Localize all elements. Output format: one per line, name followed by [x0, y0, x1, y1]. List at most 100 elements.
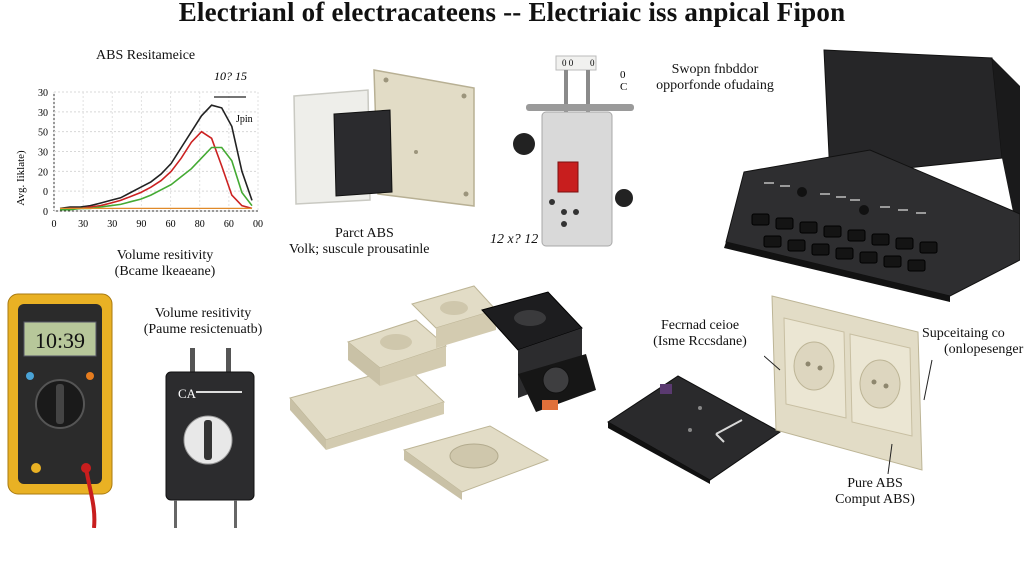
fixture-dims-label: 12 x? 12 [490, 232, 539, 247]
fixture-jack-icon [561, 209, 567, 215]
beige-socket-block-3-side [404, 450, 462, 500]
module-screw-icon [698, 406, 702, 410]
chart-xlabel: Volume resitivity [116, 248, 214, 263]
black-module-illustration [607, 375, 781, 484]
chart-xlabel-sub: (Bcame lkeaeane) [114, 264, 216, 279]
black-module-top [607, 375, 781, 481]
instrument-key-button[interactable] [859, 251, 878, 264]
instrument-marking [780, 185, 790, 187]
fixture-top-label-2: 0 [590, 58, 595, 68]
socket-pin-hole-icon [871, 379, 877, 385]
socket-outlet-icon [440, 301, 468, 315]
y-tick-label: 0 [43, 187, 48, 198]
instrument-marking [880, 206, 890, 208]
y-tick-label: 0 [43, 207, 48, 218]
x-tick-label: 60 [166, 219, 176, 230]
socket-outlet-icon [793, 341, 835, 391]
fixture-knob-right-icon [615, 189, 633, 207]
fixture-top-label: 0 0 [562, 58, 574, 68]
beige-block-flat-front [326, 402, 444, 450]
socket-outlet-icon [514, 310, 546, 326]
instrument-key-button[interactable] [919, 241, 938, 254]
socket-pin-hole-icon [883, 383, 889, 389]
test-fixture-illustration: 0 0 0 0 C [513, 55, 634, 247]
socket-outlet-icon [859, 359, 901, 409]
probe-jack-icon [31, 463, 41, 473]
x-tick-label: 30 [107, 219, 117, 230]
fixture-jack-icon [573, 209, 579, 215]
instrument-buttons [751, 182, 938, 272]
series-line-1 [59, 130, 253, 211]
instrument-marking [820, 193, 830, 195]
y-tick-label: 30 [38, 88, 48, 99]
y-tick-label: 20 [38, 167, 48, 178]
x-tick-label: 60 [224, 219, 234, 230]
instrument-key-button[interactable] [775, 217, 794, 230]
fixture-rod [586, 70, 590, 112]
meter-title: Volume resitivity [154, 306, 252, 321]
multimeter-illustration: 10:39 [7, 293, 113, 528]
instrument-key-button[interactable] [751, 213, 770, 226]
screw-hole-icon [383, 77, 389, 83]
instrument-side [992, 58, 1020, 246]
beige-socket-block-2-front [436, 310, 496, 348]
screw-hole-icon [414, 150, 418, 154]
callout-line [887, 443, 893, 474]
instrument-key-button[interactable] [799, 221, 818, 234]
top-right-label-2: opporfonde ofudaing [656, 78, 774, 93]
instrument-key-button[interactable] [871, 233, 890, 246]
instrument-key-button[interactable] [835, 247, 854, 260]
instrument-key-button[interactable] [883, 255, 902, 268]
socket-contact [542, 400, 558, 410]
page-title: Electrianl of electracateens -- Electria… [178, 0, 846, 27]
module-screw-icon [688, 428, 692, 432]
instrument-key-button[interactable] [823, 225, 842, 238]
red-probe-lead [84, 467, 97, 528]
annotation-side: Jpin [236, 114, 253, 125]
x-tick-label: 80 [195, 219, 205, 230]
module-clip [715, 419, 743, 443]
fixture-side-label: 0 [620, 69, 626, 81]
instrument-key-button[interactable] [787, 239, 806, 252]
series-group [59, 96, 253, 211]
socket-blocks-illustration [289, 285, 596, 500]
multimeter-button-icon[interactable] [86, 372, 94, 380]
x-tick-label: 00 [253, 219, 263, 230]
y-tick-label: 30 [38, 148, 48, 159]
beige-socket-block-1-side [348, 342, 380, 386]
chart-grid [53, 91, 259, 212]
double-socket-illustration [764, 295, 933, 474]
gauge-pin [190, 348, 195, 374]
instrument-knob-icon [797, 187, 807, 197]
socket-pin-hole-icon [817, 365, 823, 371]
panel-sublabel: Volk; suscule prousatinle [289, 242, 430, 257]
screw-hole-icon [463, 191, 469, 197]
beige-block-flat-side [290, 398, 326, 450]
callout-line [923, 359, 933, 401]
y-tick-label: 30 [38, 108, 48, 119]
instrument-marking [764, 182, 774, 184]
instrument-key-button[interactable] [811, 243, 830, 256]
black-instrument-illustration [724, 49, 1020, 302]
gauge-device-illustration: CA [165, 348, 255, 528]
instrument-key-button[interactable] [907, 259, 926, 272]
fixture-top-plate [555, 55, 597, 71]
multimeter-button-icon[interactable] [26, 372, 34, 380]
abs-panels-illustration [293, 69, 475, 207]
callout-line [764, 355, 781, 371]
socket-pin-hole-icon [805, 361, 811, 367]
y-axis-label: Avg. Iiklate) [15, 150, 27, 206]
multimeter-dial-pointer [56, 384, 64, 424]
module-chip [660, 384, 672, 394]
instrument-key-button[interactable] [895, 237, 914, 250]
instrument-key-button[interactable] [763, 235, 782, 248]
comput-abs-label: Comput ABS) [835, 492, 915, 507]
fixture-red-switch [557, 161, 579, 193]
pure-abs-label: Pure ABS [847, 476, 903, 491]
instrument-key-button[interactable] [847, 229, 866, 242]
gauge-lead [174, 500, 177, 528]
x-tick-label: 30 [78, 219, 88, 230]
socket-outlet-icon [380, 334, 412, 350]
